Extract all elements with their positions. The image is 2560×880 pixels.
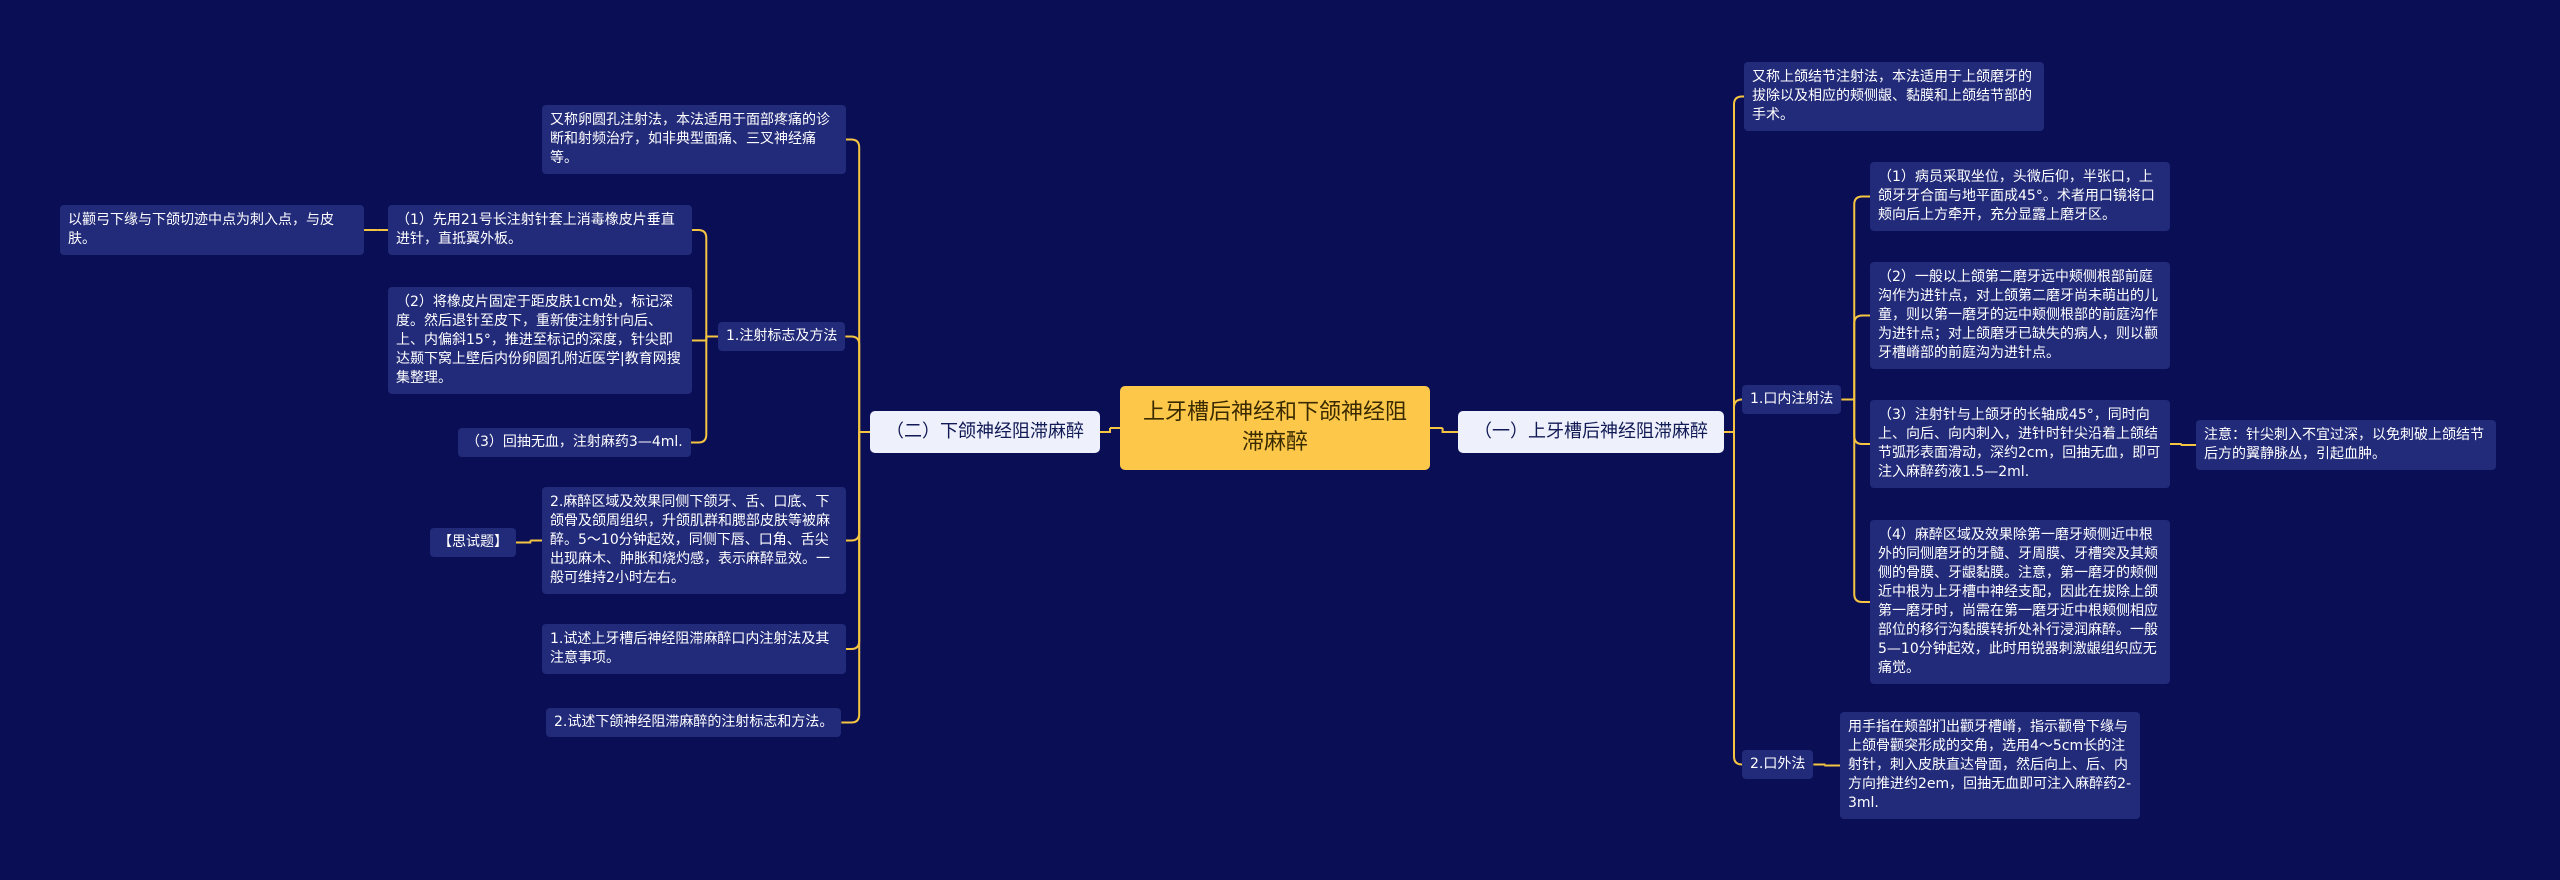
intraoral-step-1[interactable]: （1）病员采取坐位，头微后仰，半张口，上颌牙牙合面与地平面成45°。术者用口镜将… <box>1870 162 2170 231</box>
upper-link-2 <box>1733 432 1743 766</box>
method-step-2[interactable]: （2）将橡皮片固定于距皮肤1cm处，标记深度。然后退针至皮下，重新使注射针向后、… <box>388 287 692 394</box>
upper-link-1 <box>1733 398 1743 432</box>
method-step-1[interactable]: （1）先用21号长注射针套上消毒橡皮片垂直进针，直抵翼外板。 <box>388 205 692 255</box>
mandibular-link-0 <box>846 138 861 432</box>
intraoral-link-2 <box>1853 399 1870 445</box>
intraoral-note[interactable]: 注意：针尖刺入不宜过深，以免刺破上颌结节后方的翼静脉丛，引起血肿。 <box>2196 420 2496 470</box>
right-intro[interactable]: 又称上颌结节注射法，本法适用于上颌磨牙的拔除以及相应的颊侧龈、黏膜和上颌结节部的… <box>1744 62 2044 131</box>
root-left-link-0 <box>1100 428 1111 433</box>
intraoral-link-1 <box>1853 314 1870 400</box>
intraoral-link-0 <box>1853 195 1870 400</box>
method-label[interactable]: 1.注射标志及方法 <box>718 322 846 351</box>
intraoral-step-2[interactable]: （2）一般以上颌第二磨牙远中颊侧根部前庭沟作为进针点，对上颌第二磨牙尚未萌出的儿… <box>1870 262 2170 369</box>
intraoral-label[interactable]: 1.口内注射法 <box>1742 385 1842 414</box>
extraoral-label[interactable]: 2.口外法 <box>1742 750 1814 779</box>
upper-link-0 <box>1733 95 1744 432</box>
intraoral-link-3 <box>1853 399 1870 603</box>
branch-upper-posterior[interactable]: （一）上牙槽后神经阻滞麻醉 <box>1458 411 1724 453</box>
exam-question-2[interactable]: 2.试述下颌神经阻滞麻醉的注射标志和方法。 <box>546 708 842 737</box>
extraoral-text[interactable]: 用手指在颊部扪出颧牙槽嵴，指示颧骨下缘与上颌骨颧突形成的交角，选用4～5cm长的… <box>1840 712 2140 819</box>
method-link-2 <box>690 336 708 444</box>
root-topic[interactable]: 上牙槽后神经和下颌神经阻滞麻醉 <box>1120 386 1430 470</box>
method-link-1 <box>692 336 708 342</box>
intraoral-step-4[interactable]: （4）麻醉区域及效果除第一磨牙颊侧近中根外的同侧磨牙的牙髓、牙周膜、牙槽突及其颊… <box>1870 520 2170 684</box>
mandibular-link-2 <box>846 432 861 542</box>
method-link-0 <box>692 229 708 337</box>
mandibular-link-1 <box>845 335 861 432</box>
note-link-0 <box>2180 444 2196 446</box>
branch-mandibular[interactable]: （二）下颌神经阻滞麻醉 <box>870 411 1100 453</box>
mandibular-link-4 <box>841 432 861 724</box>
root-right-link-0 <box>1441 428 1458 433</box>
method-step-1-note[interactable]: 以颧弓下缘与下颌切迹中点为刺入点，与皮肤。 <box>60 205 364 255</box>
exam-label[interactable]: 【思试题】 <box>430 528 516 557</box>
left-intro[interactable]: 又称卵圆孔注射法，本法适用于面部疼痛的诊断和射频治疗，如非典型面痛、三叉神经痛等… <box>542 105 846 174</box>
exam-link-0 <box>516 540 532 544</box>
extraoral-link-0 <box>1824 764 1840 767</box>
intraoral-step-3[interactable]: （3）注射针与上颌牙的长轴成45°，同时向上、向后、向内刺入，进针时针尖沿着上颌… <box>1870 400 2170 488</box>
method-step-3[interactable]: （3）回抽无血，注射麻药3—4ml. <box>458 428 691 457</box>
left-effect[interactable]: 2.麻醉区域及效果同侧下颌牙、舌、口底、下颌骨及颌周组织，升颌肌群和腮部皮肤等被… <box>542 487 846 594</box>
exam-question-1[interactable]: 1.试述上牙槽后神经阻滞麻醉口内注射法及其注意事项。 <box>542 624 846 674</box>
